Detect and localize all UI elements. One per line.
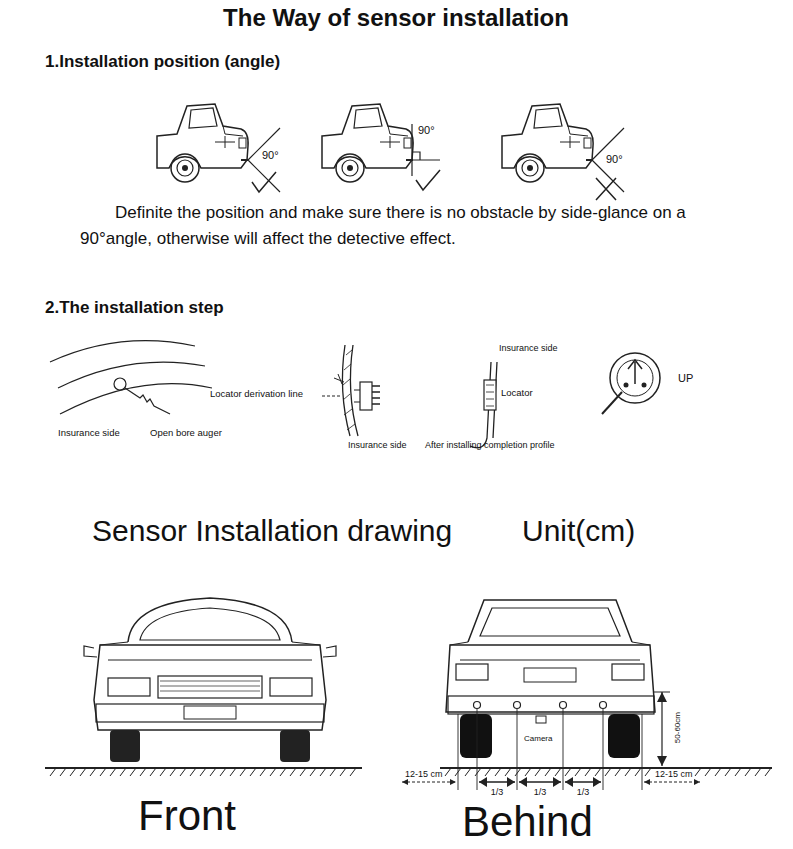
line-art bbox=[484, 380, 496, 410]
label-text: 1/3 bbox=[490, 787, 505, 797]
line-art bbox=[654, 692, 670, 766]
line-art bbox=[642, 383, 647, 388]
line-art bbox=[50, 341, 212, 414]
line-art bbox=[628, 360, 642, 384]
line-art bbox=[140, 608, 280, 640]
line-art bbox=[158, 676, 262, 698]
line-art bbox=[596, 178, 616, 200]
label-text: Locator derivation line bbox=[210, 389, 303, 400]
line-art bbox=[402, 779, 700, 785]
label-text: 12-15 cm bbox=[404, 769, 444, 779]
line-art bbox=[624, 383, 629, 388]
line-art bbox=[456, 664, 488, 680]
line-art bbox=[114, 378, 126, 390]
line-art bbox=[416, 170, 440, 190]
line-art bbox=[248, 128, 280, 192]
diagram-title: The Way of sensor installation bbox=[223, 4, 569, 32]
line-art bbox=[440, 767, 772, 769]
line-art bbox=[445, 768, 771, 776]
label-text: Definite the position and make sure ther… bbox=[80, 200, 730, 251]
line-art bbox=[270, 678, 312, 696]
label-text: Front bbox=[138, 795, 236, 837]
label-text: 90° bbox=[606, 153, 623, 166]
line-art bbox=[360, 382, 372, 410]
label-text: After installing completion profile bbox=[425, 440, 555, 450]
label-text: 50-60cm bbox=[673, 712, 682, 743]
label-text: Behind bbox=[462, 801, 593, 843]
line-art bbox=[657, 692, 667, 766]
label-text: Sensor Installation drawing bbox=[92, 514, 452, 549]
line-art bbox=[322, 104, 413, 182]
line-art bbox=[502, 104, 593, 182]
line-art bbox=[514, 702, 521, 709]
line-art bbox=[560, 702, 567, 709]
label-text: 1.Installation position (angle) bbox=[45, 52, 280, 72]
line-art bbox=[184, 706, 236, 719]
line-art bbox=[84, 646, 336, 657]
line-art bbox=[460, 714, 492, 758]
line-art bbox=[45, 767, 362, 769]
label-text: Insurance side bbox=[58, 428, 120, 439]
label-text: 90° bbox=[418, 124, 435, 137]
line-art bbox=[50, 768, 356, 776]
line-art bbox=[157, 104, 248, 182]
line-art bbox=[612, 664, 644, 680]
line-art bbox=[446, 645, 655, 712]
line-art bbox=[110, 730, 140, 762]
line-art bbox=[608, 714, 640, 758]
label-text: Open bore auger bbox=[150, 428, 222, 439]
label-text: 2.The installation step bbox=[45, 298, 224, 318]
line-art bbox=[600, 702, 607, 709]
label-text: UP bbox=[678, 372, 693, 385]
line-art bbox=[96, 704, 324, 722]
line-art bbox=[458, 709, 642, 790]
line-art bbox=[108, 678, 150, 696]
line-art bbox=[524, 668, 576, 682]
line-art bbox=[592, 128, 624, 192]
label-text: Unit(cm) bbox=[522, 514, 635, 549]
line-art bbox=[402, 782, 700, 783]
line-art bbox=[470, 362, 497, 448]
line-art bbox=[160, 681, 260, 691]
line-art bbox=[479, 781, 601, 783]
line-art bbox=[322, 396, 342, 397]
line-art bbox=[602, 392, 622, 414]
label-text: 90° bbox=[262, 149, 279, 162]
line-art bbox=[479, 777, 601, 787]
label-text: 1/3 bbox=[576, 787, 591, 797]
line-art bbox=[448, 696, 654, 714]
label-text: 12-15 cm bbox=[654, 769, 694, 779]
line-art bbox=[536, 716, 546, 723]
line-art bbox=[468, 600, 632, 642]
line-art bbox=[252, 172, 276, 192]
line-art bbox=[486, 385, 494, 406]
line-art bbox=[450, 642, 650, 660]
line-art bbox=[617, 360, 653, 396]
line-art bbox=[128, 598, 292, 642]
label-text: Insurance side bbox=[348, 440, 407, 450]
label-text: Camera bbox=[524, 734, 552, 743]
line-art bbox=[354, 390, 360, 402]
line-art bbox=[474, 702, 481, 709]
line-art bbox=[125, 388, 170, 414]
line-art bbox=[100, 642, 320, 660]
line-art bbox=[480, 608, 620, 636]
line-art bbox=[94, 645, 326, 730]
line-art bbox=[334, 374, 344, 384]
line-art bbox=[372, 386, 380, 404]
label-text: 1/3 bbox=[533, 787, 548, 797]
line-art bbox=[343, 350, 355, 430]
line-art bbox=[412, 124, 440, 176]
label-text: Insurance side bbox=[499, 343, 558, 353]
line-art bbox=[280, 730, 310, 762]
label-text: Locator bbox=[501, 388, 533, 399]
